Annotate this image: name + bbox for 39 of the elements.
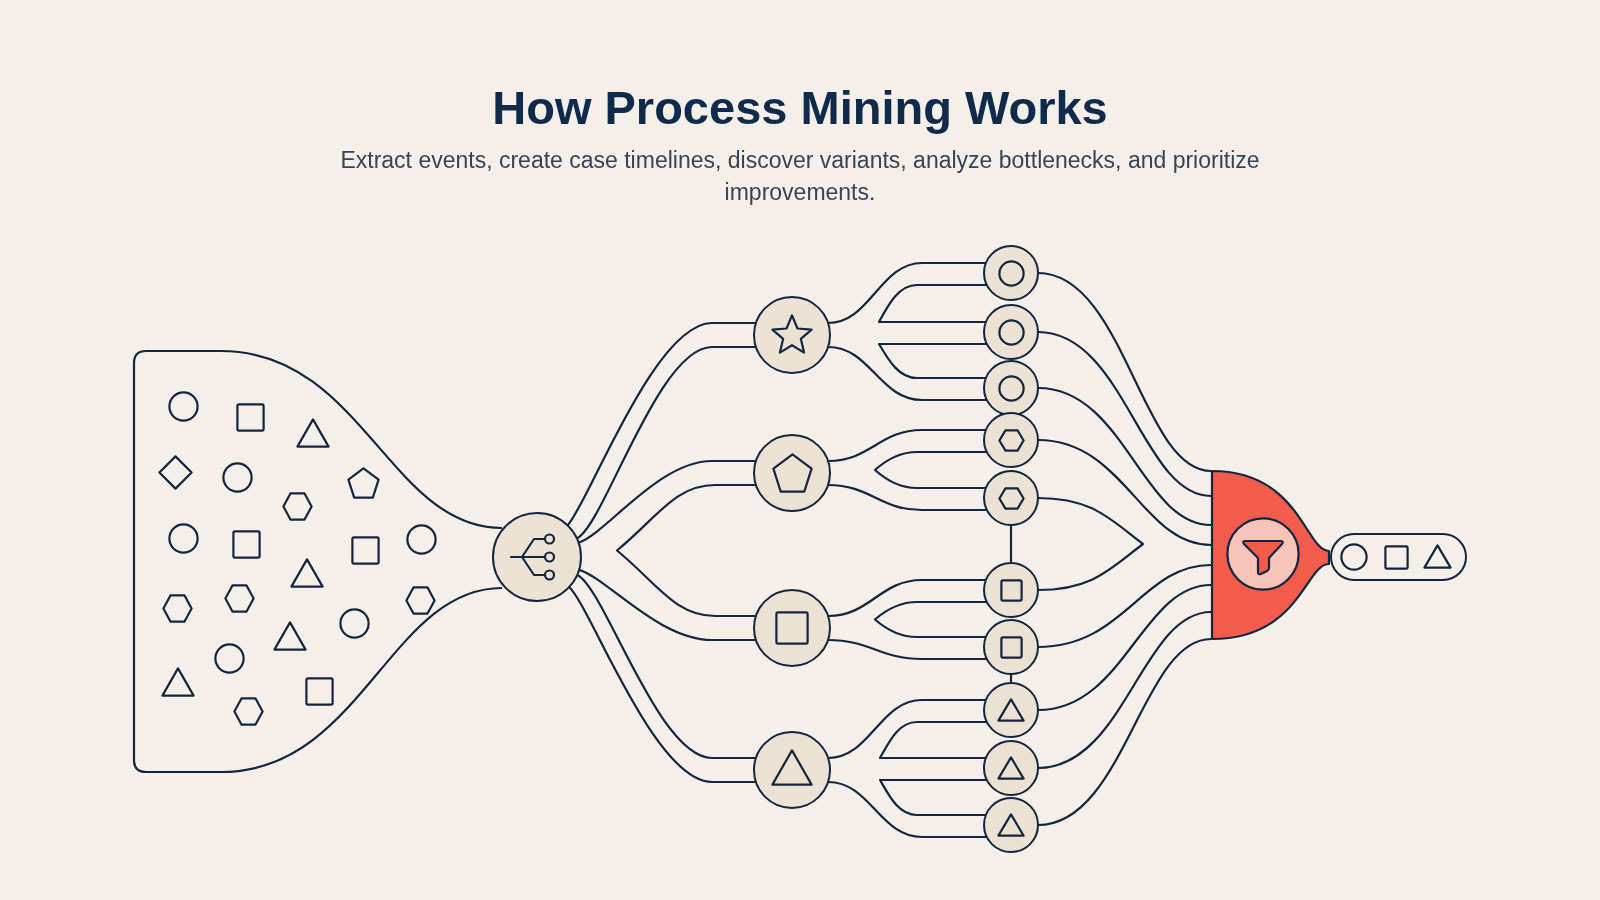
- variant-circle: [983, 304, 1039, 360]
- connector-line: [827, 345, 987, 402]
- connector-line: [827, 638, 987, 661]
- connector-line: [873, 600, 987, 639]
- connector-line: [878, 720, 987, 760]
- connector-line: [578, 459, 756, 544]
- connector-line: [568, 586, 756, 784]
- variant-circle: [983, 740, 1039, 796]
- variant-circle: [983, 619, 1039, 675]
- variant-circle: [983, 360, 1039, 416]
- variant-circle: [983, 797, 1039, 853]
- connector-line: [576, 574, 756, 760]
- connector-line: [615, 483, 756, 618]
- connector-line: [1037, 496, 1145, 592]
- title: How Process Mining Works: [492, 80, 1108, 136]
- connector-line: [827, 578, 986, 618]
- variant-circle: [983, 245, 1039, 301]
- connector-line: [878, 778, 987, 817]
- connector-line: [827, 261, 986, 325]
- connector-line: [578, 568, 756, 642]
- variant-circle: [983, 682, 1039, 738]
- filter-funnel: [1211, 470, 1330, 640]
- connector-line: [827, 698, 986, 760]
- connector-line: [827, 483, 987, 512]
- connector-line: [566, 321, 756, 526]
- variant-circle: [983, 562, 1039, 618]
- subtitle: Extract events, create case timelines, discover variants, analyze bottlenecks, and prioritize improvements.: [339, 146, 1261, 207]
- variant-circle: [983, 412, 1039, 468]
- output-capsule: [1330, 533, 1467, 581]
- hub-circle: [492, 512, 582, 602]
- connector-line: [827, 428, 986, 463]
- connector-line: [877, 283, 987, 324]
- connector-line: [877, 342, 987, 380]
- funnel-outline: [133, 350, 503, 773]
- variant-circle: [983, 470, 1039, 526]
- connector-line: [576, 345, 756, 540]
- connector-line: [827, 780, 987, 839]
- connector-line: [873, 450, 987, 490]
- connector-line: [1009, 525, 1013, 563]
